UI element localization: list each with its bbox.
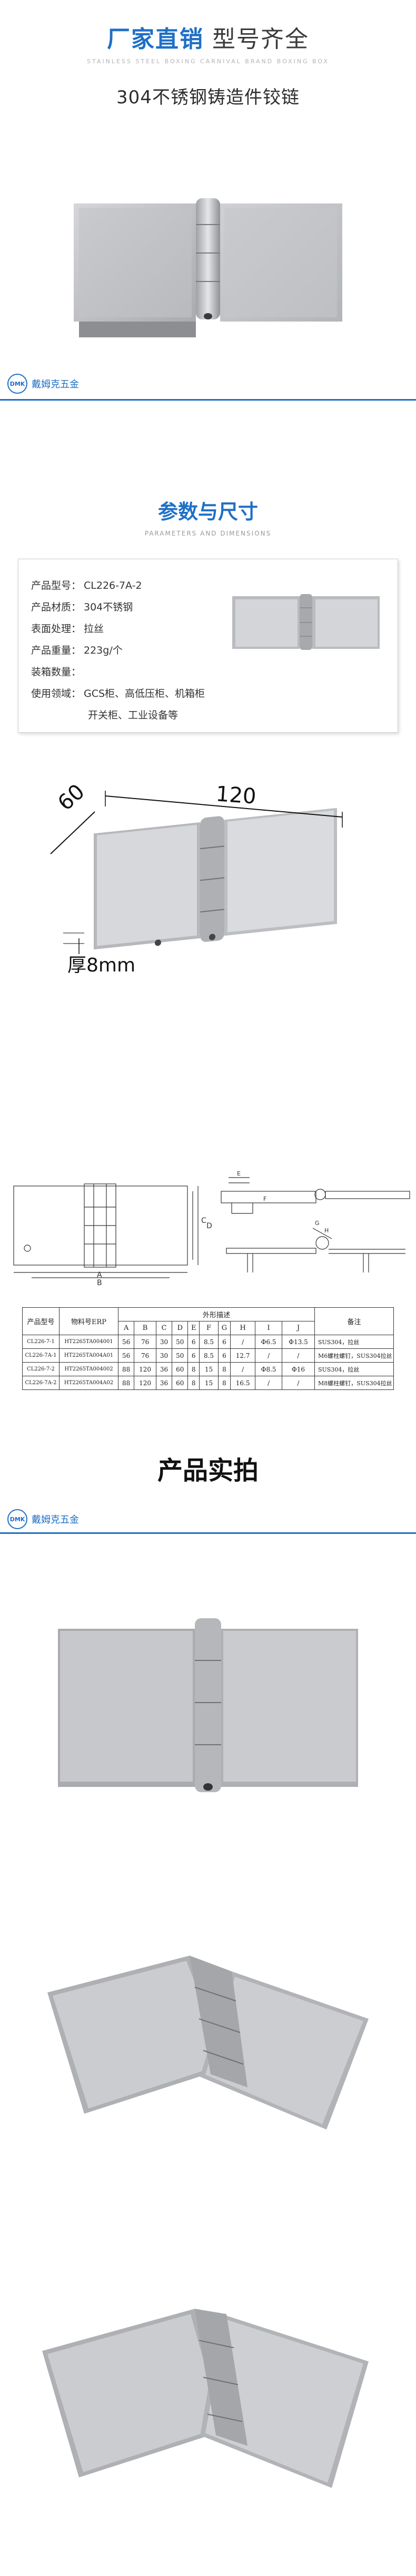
product-photo-front	[0, 1560, 416, 1855]
technical-drawing-svg: A B C D E F	[13, 1170, 410, 1287]
headline-blue: 厂家直销	[107, 26, 204, 53]
spec-row: 表面处理：拉丝	[31, 623, 104, 635]
table-header-model: 产品型号	[22, 1307, 60, 1335]
spec-table-wrapper: 产品型号 物料号ERP 外形描述 备注 A B C D E F G H I J …	[22, 1307, 394, 1390]
table-subheader: I	[255, 1321, 282, 1335]
dimension-drawing: 60 120 厚8mm	[0, 775, 416, 1002]
page-header: 厂家直销型号齐全 STAINLESS STEEL BOXING CARNIVAL…	[0, 0, 416, 108]
table-subheader: F	[199, 1321, 219, 1335]
spec-row-continuation: 开关柜、工业设备等	[88, 709, 179, 721]
spec-row: 产品重量：223g/个	[31, 645, 123, 656]
product-photo-angled-1	[0, 1866, 416, 2193]
spec-row: 产品型号：CL226-7A-2	[31, 580, 142, 591]
table-row: CL226-7A-1 HT2265TA004A01 56 76 30 50 6 …	[22, 1348, 394, 1363]
drawing-letter-c: C	[201, 1217, 206, 1225]
params-title: 参数与尺寸	[157, 500, 258, 523]
brand-logo: DMK	[7, 374, 27, 394]
brand-logo: DMK	[7, 1509, 27, 1529]
hero-product-image	[0, 105, 416, 337]
table-header-erp: 物料号ERP	[59, 1307, 118, 1335]
drawing-letter-e: E	[237, 1170, 241, 1177]
drawing-letter-a: A	[97, 1271, 102, 1279]
spec-row: 产品材质：304不锈钢	[31, 601, 133, 613]
headline-dark: 型号齐全	[212, 26, 309, 53]
photos-section-title: 产品实拍	[0, 1450, 416, 1486]
drawing-letter-h: H	[324, 1227, 329, 1234]
table-subheader: D	[172, 1321, 189, 1335]
spec-row: 装箱数量：	[31, 666, 82, 678]
spec-box: 产品型号：CL226-7A-2 产品材质：304不锈钢 表面处理：拉丝 产品重量…	[18, 559, 398, 733]
dim-length-label: 120	[215, 782, 257, 809]
drawing-letter-b: B	[97, 1279, 102, 1286]
brand-name: 戴姆克五金	[32, 379, 79, 390]
table-subheader: H	[230, 1321, 256, 1335]
spec-list: 产品型号：CL226-7A-2 产品材质：304不锈钢 表面处理：拉丝 产品重量…	[31, 575, 205, 726]
table-subheader: G	[218, 1321, 231, 1335]
table-header-group: 外形描述	[118, 1307, 315, 1321]
table-row: CL226-7-1 HT2265TA004001 56 76 30 50 6 8…	[22, 1335, 394, 1349]
product-name: 304不锈钢铸造件铰链	[116, 87, 300, 108]
table-subheader: J	[281, 1321, 315, 1335]
headline-english: STAINLESS STEEL BOXING CARNIVAL BRAND BO…	[87, 58, 329, 65]
drawing-letter-d: D	[206, 1222, 212, 1230]
product-photo-angled-2	[0, 2203, 416, 2572]
dim-thickness-label: 厚8mm	[67, 955, 136, 976]
drawing-letter-g: G	[315, 1220, 320, 1227]
spec-thumbnail-image	[232, 594, 380, 650]
drawing-letter-f: F	[263, 1195, 266, 1202]
headline: 厂家直销型号齐全	[0, 20, 416, 54]
photos-title: 产品实拍	[157, 1456, 259, 1485]
spec-row: 使用领域：GCS柜、高低压柜、机箱柜	[31, 688, 205, 699]
dimension-hinge-illustration	[50, 791, 343, 954]
table-row: CL226-7-2 HT2265TA004002 88 120 36 60 8 …	[22, 1362, 394, 1376]
brand-strip: DMK 戴姆克五金	[0, 337, 416, 401]
table-row: CL226-7A-2 HT2265TA004A02 88 120 36 60 8…	[22, 1376, 394, 1390]
params-subtitle: PARAMETERS AND DIMENSIONS	[144, 530, 272, 537]
table-subheader: A	[117, 1321, 135, 1335]
technical-drawings: A B C D E F	[0, 1065, 416, 1287]
table-header-note: 备注	[314, 1307, 394, 1335]
params-section-title: 参数与尺寸 PARAMETERS AND DIMENSIONS	[0, 495, 416, 537]
table-subheader: E	[187, 1321, 200, 1335]
table-subheader: C	[155, 1321, 173, 1335]
table-subheader: B	[134, 1321, 156, 1335]
brand-name: 戴姆克五金	[32, 1514, 79, 1525]
brand-strip-2: DMK 戴姆克五金	[0, 1508, 416, 1534]
hinge-illustration	[74, 198, 342, 337]
spec-table: 产品型号 物料号ERP 外形描述 备注 A B C D E F G H I J …	[22, 1307, 394, 1390]
